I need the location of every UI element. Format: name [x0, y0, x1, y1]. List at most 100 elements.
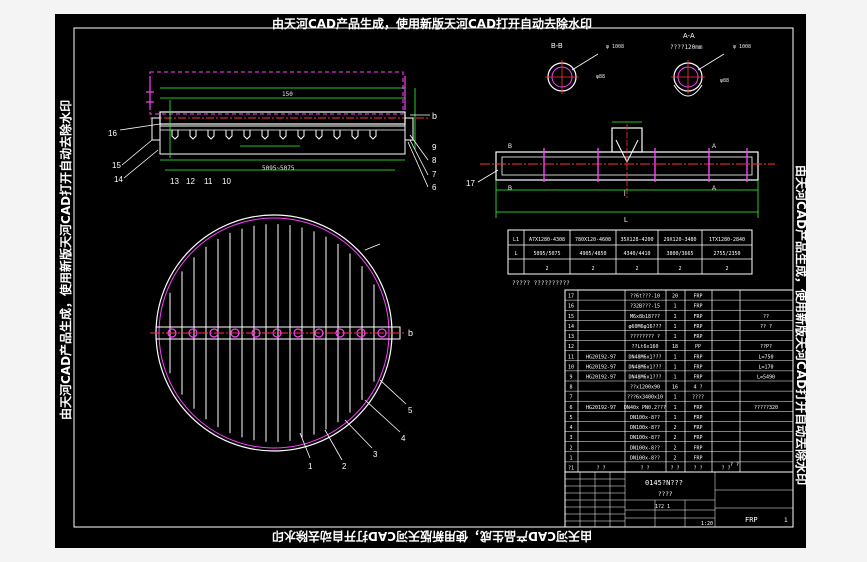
label-3: 3	[373, 450, 378, 459]
size-table-cell: A7X1280-4308	[529, 237, 565, 243]
bom-cell: FRP	[693, 304, 702, 310]
size-table-cell: 4340/4410	[623, 251, 650, 257]
bom-cell: ? ?	[670, 466, 679, 472]
nozzle-mark	[188, 328, 198, 338]
bom-cell: ??6t???-10	[630, 294, 660, 300]
bom-cell: 1	[673, 314, 676, 320]
bom-cell: 2	[673, 445, 676, 451]
size-table-cell: 2	[678, 266, 681, 272]
bom-cell: 3	[569, 435, 572, 441]
bom-cell: 20	[672, 294, 678, 300]
title-material: FRP	[745, 516, 758, 524]
bom-cell: 7	[569, 395, 572, 401]
bom-cell: FRP	[693, 435, 702, 441]
bom-cell: 8	[569, 385, 572, 391]
bom-cell: φ60M6φ16???	[628, 324, 661, 330]
plan-view	[150, 214, 407, 461]
bom-cell: HG20192-97	[586, 364, 616, 370]
bom-cell: ? ?	[640, 466, 649, 472]
label-14: 14	[114, 175, 123, 184]
bom-cell: 18	[672, 344, 678, 350]
bom-cell: ???????? ?	[630, 334, 660, 340]
bom-cell: ?1	[568, 466, 574, 472]
bom-cell: DN100x-8??	[630, 425, 660, 431]
section-views: φ 1008 φ 1008 φ88 φ88	[545, 44, 751, 97]
section-aa-title: A-A	[683, 33, 695, 40]
bom-cell: 4 ?	[693, 385, 702, 391]
bom-cell: 1	[673, 304, 676, 310]
size-table-cell: L1	[513, 237, 519, 243]
bom-cell: DN100x-8??	[630, 445, 660, 451]
bom-cell: 2	[673, 455, 676, 461]
nozzle-mark	[167, 328, 177, 338]
bom-cell: 1	[673, 364, 676, 370]
label-17: 17	[466, 179, 475, 188]
bom-cell: 15	[568, 314, 574, 320]
nozzle-mark	[377, 328, 387, 338]
nozzle-mark	[356, 328, 366, 338]
front-elevation: 150 5095~5075	[119, 71, 430, 188]
nozzle-mark	[293, 328, 303, 338]
bom-cell: ?32B???-15	[630, 304, 660, 310]
bom-cell: FRP	[693, 455, 702, 461]
bom-cell: 2	[569, 445, 572, 451]
nozzle-mark	[251, 328, 261, 338]
bom-cell: FRP	[693, 445, 702, 451]
size-table-cell: 35X128-4200	[620, 237, 653, 243]
bom-cell: 10	[568, 364, 574, 370]
label-5: 5	[408, 406, 413, 415]
label-9: 9	[432, 143, 437, 152]
bom-cell: 11	[568, 354, 574, 360]
label-13: 13	[170, 177, 179, 186]
bom-cell: DN100x-8??	[630, 435, 660, 441]
bom-cell: M6x8b18???	[630, 314, 660, 320]
bom-cell: FRP	[693, 334, 702, 340]
size-table-cell: 5095/5075	[533, 251, 560, 257]
bom-cell: 1	[673, 324, 676, 330]
watermark-bottom: 由天河CAD产品生成，使用新版天河CAD打开自动去除水印	[272, 529, 592, 544]
bom-cell: ??P?	[760, 344, 772, 350]
title-small: ? ?	[730, 462, 739, 468]
size-table-cell: 2	[635, 266, 638, 272]
bom-cell: 17	[568, 294, 574, 300]
bom-cell: 1	[673, 375, 676, 381]
bom-cell: ??Lt6x160	[631, 344, 658, 350]
size-table-cell: 780X120-4608	[575, 237, 611, 243]
section-aa-dim: ????120mm	[670, 44, 703, 51]
bom-cell: 1	[673, 354, 676, 360]
bom-cell: 16	[568, 304, 574, 310]
bom-cell: 16	[672, 385, 678, 391]
label-b-top: b	[432, 111, 437, 121]
bom-cell: HG20192-97	[586, 405, 616, 411]
bom-cell: ?? ?	[760, 324, 772, 330]
bom-cell: 1	[673, 395, 676, 401]
dim-l-small: l	[624, 191, 626, 198]
title-rev: 1?2 1	[655, 504, 670, 510]
label-b-plan: b	[408, 328, 413, 338]
bom-cell: FRP	[693, 375, 702, 381]
bom-cell: ? ?	[596, 466, 605, 472]
mark-a-2: A	[712, 186, 716, 192]
bom-cell: L=5490	[757, 375, 775, 381]
label-16: 16	[108, 129, 117, 138]
label-2: 2	[342, 462, 347, 471]
bom-cell: 12	[568, 344, 574, 350]
size-table-cell: 3800/3665	[666, 251, 693, 257]
bom-cell: 9	[569, 375, 572, 381]
bom-cell: 4	[569, 425, 572, 431]
title-name: ????	[658, 491, 673, 498]
bom-cell: 6	[569, 405, 572, 411]
label-11: 11	[204, 177, 213, 186]
bom-cell: 1	[673, 334, 676, 340]
bom-cell: L=170	[758, 364, 773, 370]
watermark-left: 由天河CAD产品生成，使用新版天河CAD打开自动去除水印	[58, 100, 73, 420]
label-7: 7	[432, 170, 437, 179]
svg-text:φ88: φ88	[596, 74, 605, 80]
dim-L: L	[624, 217, 628, 224]
bom-cell: FRP	[693, 364, 702, 370]
label-10: 10	[222, 177, 231, 186]
bom-cell: DN100x-8??	[630, 455, 660, 461]
